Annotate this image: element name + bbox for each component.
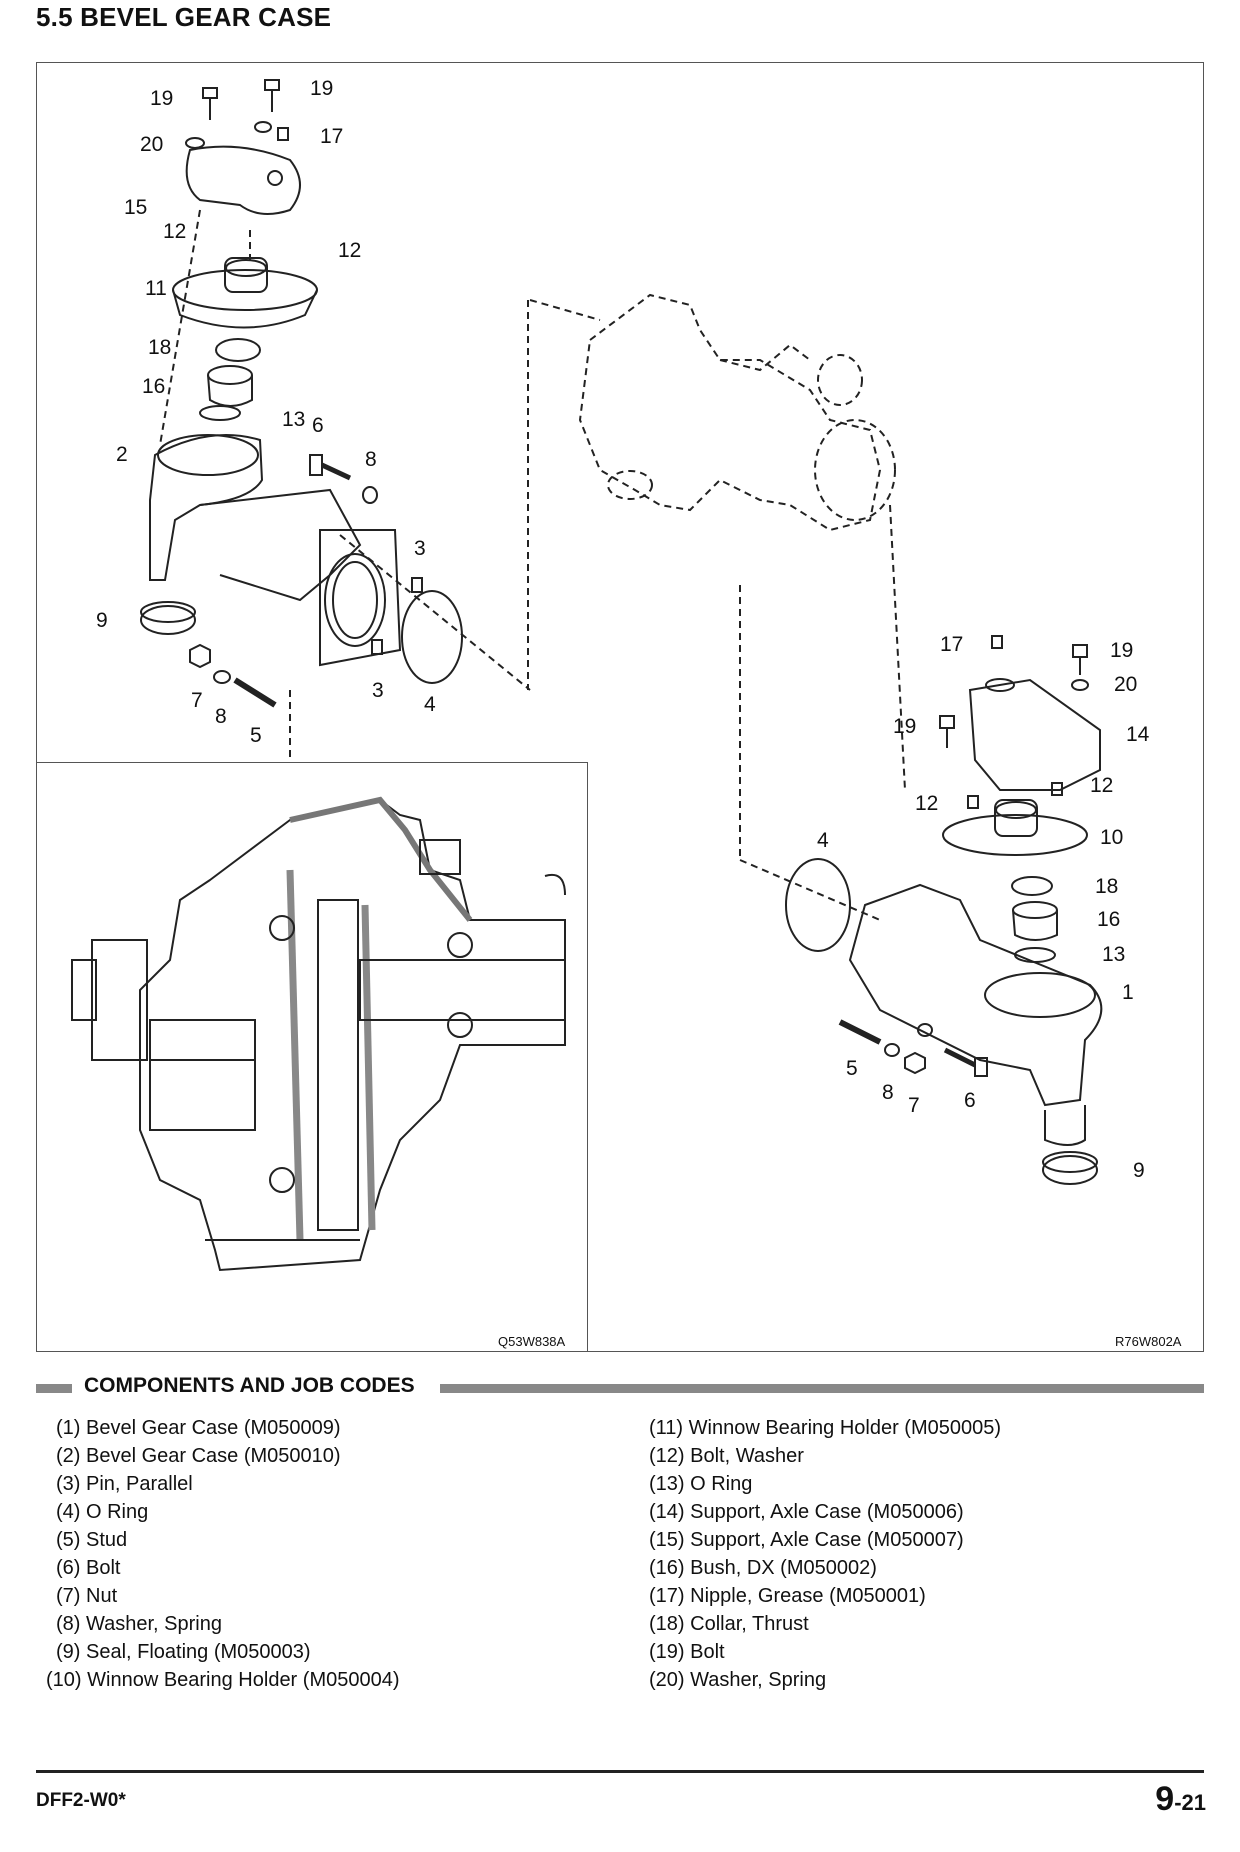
callout: 1: [1122, 981, 1134, 1004]
list-item: (13) O Ring: [649, 1473, 753, 1495]
page-title: 5.5 BEVEL GEAR CASE: [36, 2, 332, 32]
callout: 13: [1102, 943, 1126, 966]
heading-rule-left: [36, 1384, 72, 1393]
exploded-view-drawing: [71, 79, 1103, 1272]
page-number-major: 9: [1155, 1780, 1175, 1818]
callout: 18: [148, 336, 172, 359]
callout: 8: [882, 1081, 894, 1104]
list-item: (9) Seal, Floating (M050003): [56, 1641, 311, 1663]
callout: 16: [142, 375, 166, 398]
callout: 5: [250, 724, 262, 747]
callout: 3: [414, 537, 426, 560]
list-item: (20) Washer, Spring: [649, 1669, 827, 1691]
components-heading: COMPONENTS AND JOB CODES: [36, 1370, 1204, 1404]
list-item: (5) Stud: [56, 1529, 128, 1551]
list-item: (18) Collar, Thrust: [649, 1613, 809, 1635]
list-item: (3) Pin, Parallel: [56, 1473, 193, 1495]
list-item: (12) Bolt, Washer: [649, 1445, 804, 1467]
list-item: (4) O Ring: [56, 1501, 149, 1523]
list-item: (14) Support, Axle Case (M050006): [649, 1501, 964, 1523]
callout: 12: [163, 220, 187, 243]
callout: 8: [365, 448, 377, 471]
callout: 19: [893, 715, 917, 738]
callout: 4: [424, 693, 436, 716]
callout: 4: [817, 829, 829, 852]
callout: 16: [1097, 908, 1121, 931]
callout: 2: [116, 443, 128, 466]
page-number-minor: -21: [1174, 1790, 1206, 1815]
callout: 12: [338, 239, 362, 262]
list-item: (7) Nut: [56, 1585, 118, 1607]
list-item: (8) Washer, Spring: [56, 1613, 222, 1635]
callout: 15: [124, 196, 148, 219]
callout: 9: [96, 609, 108, 632]
callout: 17: [940, 633, 964, 656]
callout: 9: [1133, 1159, 1145, 1182]
section-view-inset: [36, 762, 588, 1352]
callout: 13: [282, 408, 306, 431]
figure-code-right: R76W802A: [1115, 1334, 1182, 1349]
list-item: (17) Nipple, Grease (M050001): [649, 1585, 926, 1607]
list-item: (11) Winnow Bearing Holder (M050005): [649, 1417, 1002, 1439]
components-list-right: (11) Winnow Bearing Holder (M050005) (12…: [649, 1414, 1001, 1694]
page-number: 9-21: [1155, 1780, 1206, 1819]
footer-rule: [36, 1770, 1204, 1773]
list-item: (6) Bolt: [56, 1557, 121, 1579]
callout: 6: [964, 1089, 976, 1112]
list-item: (2) Bevel Gear Case (M050010): [56, 1445, 341, 1467]
list-item: (15) Support, Axle Case (M050007): [649, 1529, 964, 1551]
callout: 6: [312, 414, 324, 437]
list-item: (1) Bevel Gear Case (M050009): [56, 1417, 341, 1439]
callout: 18: [1095, 875, 1119, 898]
callout: 20: [140, 133, 164, 156]
list-item: (10) Winnow Bearing Holder (M050004): [46, 1669, 400, 1691]
model-code: DFF2-W0*: [36, 1790, 126, 1811]
callout: 11: [145, 277, 167, 300]
list-item: (19) Bolt: [649, 1641, 725, 1663]
support-15-shape: [185, 145, 301, 215]
callout: 19: [310, 77, 334, 100]
callout: 5: [846, 1057, 858, 1080]
list-item: (16) Bush, DX (M050002): [649, 1557, 877, 1579]
components-heading-text: COMPONENTS AND JOB CODES: [84, 1374, 415, 1397]
components-list-left: (1) Bevel Gear Case (M050009) (2) Bevel …: [46, 1414, 400, 1694]
callout: 12: [1090, 774, 1114, 797]
callout: 19: [150, 87, 174, 110]
callout: 10: [1100, 826, 1124, 849]
callout: 3: [372, 679, 384, 702]
figure-code-left: Q53W838A: [498, 1334, 566, 1349]
callout: 7: [191, 689, 203, 712]
callout: 19: [1110, 639, 1134, 662]
callout: 12: [915, 792, 939, 815]
heading-rule-right: [440, 1384, 1204, 1393]
callout: 8: [215, 705, 227, 728]
callout: 17: [320, 125, 344, 148]
callout: 14: [1126, 723, 1150, 746]
diagram-frame: [36, 62, 1204, 1352]
callout: 7: [908, 1094, 920, 1117]
callout: 20: [1114, 673, 1138, 696]
